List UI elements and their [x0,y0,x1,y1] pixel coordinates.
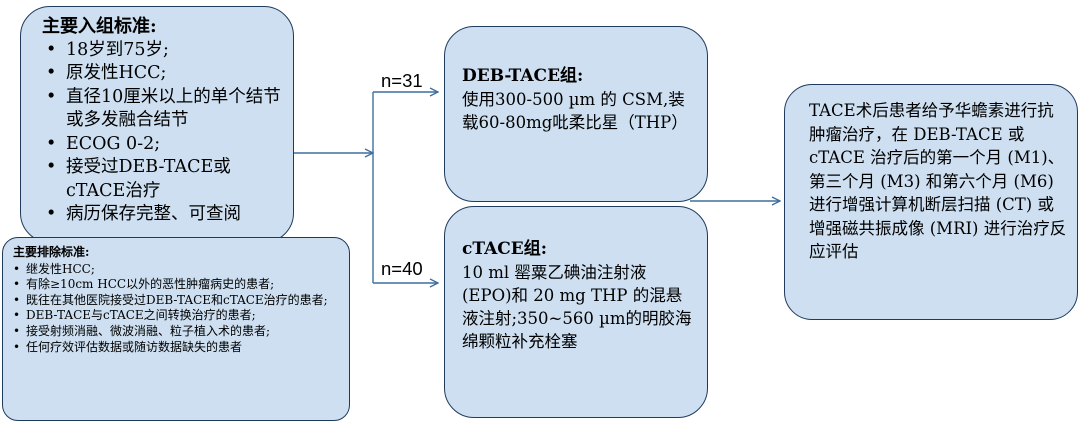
ctace-n-label: n=40 [381,258,423,279]
exclusion-item: 继发性HCC; [13,262,341,278]
inclusion-item: 病历保存完整、可查阅 [46,203,283,227]
exclusion-item: 任何疗效评估数据或随访数据缺失的患者 [13,340,341,356]
exclusion-item: 有除≥10cm HCC以外的恶性肿瘤病史的患者; [13,277,341,293]
deb-tace-description: 使用300-500 µm 的 CSM,装载60-80mg吡柔比星（THP） [462,90,688,132]
ctace-description: 10 ml 罂粟乙碘油注射液 (EPO)和 20 mg THP 的混悬液注射;3… [462,263,692,351]
inclusion-item: 18岁到75岁; [46,39,283,63]
outcome-assessment-text: TACE术后患者给予华蟾素进行抗肿瘤治疗，在 DEB-TACE 或 cTACE … [809,101,1067,261]
inclusion-list: 18岁到75岁; 原发性HCC; 直径10厘米以上的单个结节或多发融合结节 EC… [46,39,283,227]
exclusion-item: 既往在其他医院接受过DEB-TACE和cTACE治疗的患者; [13,293,341,309]
ctace-title: cTACE组: [462,239,548,259]
exclusion-item: 接受射频消融、微波消融、粒子植入术的患者; [13,324,341,340]
outcome-assessment-box: TACE术后患者给予华蟾素进行抗肿瘤治疗，在 DEB-TACE 或 cTACE … [784,84,1078,320]
exclusion-title: 主要排除标准: [13,245,90,259]
inclusion-criteria-box: 主要入组标准: 18岁到75岁; 原发性HCC; 直径10厘米以上的单个结节或多… [20,6,294,243]
inclusion-item: 接受过DEB-TACE或cTACE治疗 [46,156,283,203]
inclusion-item: 原发性HCC; [46,62,283,86]
deb-n-label: n=31 [381,70,423,91]
inclusion-title: 主要入组标准: [42,16,157,37]
inclusion-item: ECOG 0-2; [46,133,283,157]
deb-tace-title: DEB-TACE组: [462,66,584,86]
deb-tace-group-box: DEB-TACE组: 使用300-500 µm 的 CSM,装载60-80mg吡… [444,26,708,202]
exclusion-list: 继发性HCC; 有除≥10cm HCC以外的恶性肿瘤病史的患者; 既往在其他医院… [13,262,341,356]
inclusion-item: 直径10厘米以上的单个结节或多发融合结节 [46,86,283,133]
exclusion-criteria-box: 主要排除标准: 继发性HCC; 有除≥10cm HCC以外的恶性肿瘤病史的患者;… [2,237,350,421]
ctace-group-box: cTACE组: 10 ml 罂粟乙碘油注射液 (EPO)和 20 mg THP … [444,206,708,418]
exclusion-item: DEB-TACE与cTACE之间转换治疗的患者; [13,308,341,324]
